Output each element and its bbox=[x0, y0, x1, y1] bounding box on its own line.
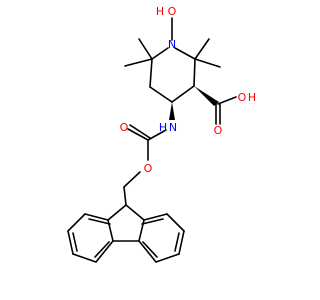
atom-label-amide-h: H bbox=[159, 121, 167, 134]
atom-label-carbamate-o-double: O bbox=[120, 121, 129, 134]
fluorene-bonds bbox=[67, 204, 185, 263]
atom-label-carbamate-o-ester: O bbox=[144, 162, 153, 175]
atom-label-amide-n: N bbox=[169, 121, 177, 134]
carbamate-bonds bbox=[123, 124, 167, 206]
atom-label-ring-n: N bbox=[168, 38, 176, 51]
atom-label-acid-oh-h: H bbox=[248, 91, 256, 104]
amide-n-wedge bbox=[169, 102, 175, 120]
atom-label-acid-o-double: O bbox=[214, 124, 223, 137]
methyl-bonds bbox=[124, 38, 221, 68]
atom-label-n-oxyl-o: O bbox=[168, 5, 177, 18]
molecule-structure-diagram: H O N O H O H N O O bbox=[67, 5, 256, 263]
piperidine-ring-bonds bbox=[149, 47, 196, 103]
carboxylic-acid-bonds bbox=[194, 86, 237, 125]
atom-label-acid-oh-o: O bbox=[238, 91, 247, 104]
atom-label-n-oxyl-h: H bbox=[156, 5, 164, 18]
